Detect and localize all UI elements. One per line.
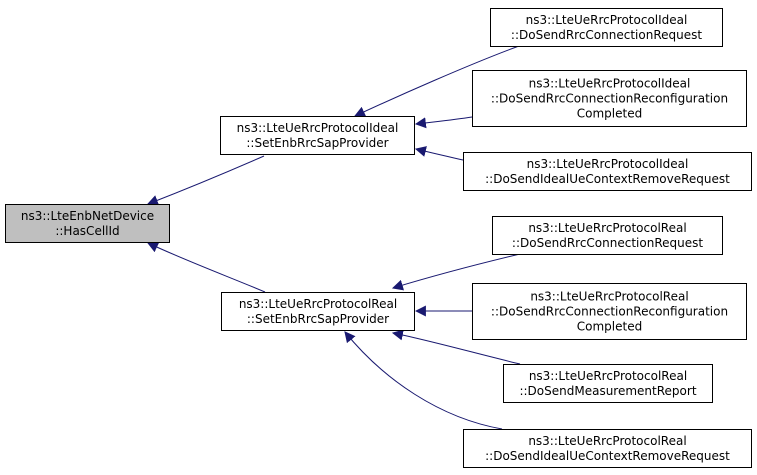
edge-ideal-set-to-root xyxy=(146,155,265,206)
node-label-line: ::SetEnbRrcSapProvider xyxy=(247,312,389,326)
edge-real-meas-to-real-set xyxy=(391,329,521,365)
node-real-set[interactable]: ns3::LteUeRrcProtocolReal::SetEnbRrcSapP… xyxy=(221,292,415,331)
node-label-line: Completed xyxy=(577,107,642,121)
node-box xyxy=(472,283,747,340)
node-box xyxy=(5,204,170,243)
node-box xyxy=(463,152,752,191)
nodes: ns3::LteEnbNetDevice::HasCellIdns3::LteU… xyxy=(5,8,752,468)
node-label-line: ns3::LteUeRrcProtocolIdeal xyxy=(529,77,691,91)
node-label-line: ::DoSendRrcConnectionReconfiguration xyxy=(491,305,728,319)
edge-real-set-to-root xyxy=(147,242,266,293)
node-box xyxy=(221,292,415,331)
node-label-line: ::HasCellId xyxy=(55,224,119,238)
node-label-line: ::DoSendMeasurementReport xyxy=(519,384,696,398)
edge-real-conn-req-to-real-set xyxy=(391,253,521,291)
node-label-line: Completed xyxy=(577,320,642,334)
node-ideal-reconf[interactable]: ns3::LteUeRrcProtocolIdeal::DoSendRrcCon… xyxy=(472,70,747,127)
node-box xyxy=(490,8,723,47)
node-label-line: ns3::LteUeRrcProtocolReal xyxy=(528,434,686,448)
node-root: ns3::LteEnbNetDevice::HasCellId xyxy=(5,204,170,243)
node-real-ue-ctx[interactable]: ns3::LteUeRrcProtocolReal::DoSendIdealUe… xyxy=(463,429,752,468)
edge-ideal-reconf-to-ideal-set xyxy=(414,116,473,129)
node-label-line: ns3::LteUeRrcProtocolReal xyxy=(239,297,397,311)
edge-real-ue-ctx-to-real-set xyxy=(344,331,503,430)
node-label-line: ns3::LteUeRrcProtocolIdeal xyxy=(526,13,688,27)
node-label-line: ::DoSendIdealUeContextRemoveRequest xyxy=(485,449,730,463)
node-ideal-set[interactable]: ns3::LteUeRrcProtocolIdeal::SetEnbRrcSap… xyxy=(220,116,415,155)
node-real-reconf[interactable]: ns3::LteUeRrcProtocolReal::DoSendRrcConn… xyxy=(472,283,747,340)
node-box xyxy=(492,216,723,255)
edge-ideal-ue-ctx-to-ideal-set xyxy=(414,146,464,161)
node-label-line: ns3::LteUeRrcProtocolReal xyxy=(529,369,687,383)
node-label-line: ns3::LteUeRrcProtocolIdeal xyxy=(237,121,399,135)
node-box xyxy=(503,364,713,403)
node-label-line: ::DoSendIdealUeContextRemoveRequest xyxy=(485,172,730,186)
node-box xyxy=(472,70,747,127)
node-real-meas[interactable]: ns3::LteUeRrcProtocolReal::DoSendMeasure… xyxy=(503,364,713,403)
node-box xyxy=(463,429,752,468)
edge-ideal-conn-req-to-ideal-set xyxy=(354,45,520,117)
node-label-line: ns3::LteUeRrcProtocolIdeal xyxy=(527,157,689,171)
node-real-conn-req[interactable]: ns3::LteUeRrcProtocolReal::DoSendRrcConn… xyxy=(492,216,723,255)
node-label-line: ns3::LteEnbNetDevice xyxy=(21,209,154,223)
node-label-line: ::DoSendRrcConnectionRequest xyxy=(511,28,702,42)
node-label-line: ::DoSendRrcConnectionReconfiguration xyxy=(491,92,728,106)
node-ideal-conn-req[interactable]: ns3::LteUeRrcProtocolIdeal::DoSendRrcCon… xyxy=(490,8,723,47)
node-label-line: ns3::LteUeRrcProtocolReal xyxy=(528,221,686,235)
node-box xyxy=(220,116,415,155)
node-label-line: ns3::LteUeRrcProtocolReal xyxy=(530,290,688,304)
node-label-line: ::SetEnbRrcSapProvider xyxy=(246,136,388,150)
node-label-line: ::DoSendRrcConnectionRequest xyxy=(512,236,703,250)
node-ideal-ue-ctx[interactable]: ns3::LteUeRrcProtocolIdeal::DoSendIdealU… xyxy=(463,152,752,191)
edges xyxy=(146,45,521,430)
